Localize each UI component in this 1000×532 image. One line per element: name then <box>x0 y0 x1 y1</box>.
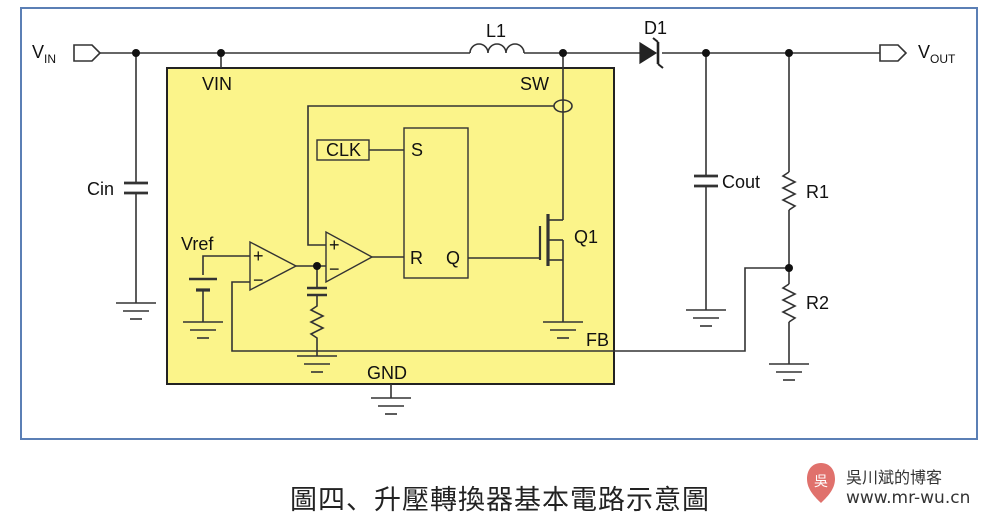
d1-label: D1 <box>644 18 667 38</box>
boost-converter-diagram: + − + − VIN VOUT L1 D1 VIN SW Cin Cout R… <box>20 7 978 440</box>
latch-s-label: S <box>411 140 423 160</box>
vin-input-label: VIN <box>32 42 56 66</box>
junction-dot <box>785 49 793 57</box>
cout-label: Cout <box>722 172 760 192</box>
latch-r-label: R <box>410 248 423 268</box>
latch-q-label: Q <box>446 248 460 268</box>
ea-plus-sign: + <box>253 246 264 266</box>
vin-pin-label: VIN <box>202 74 232 94</box>
resistor-r1 <box>781 171 797 211</box>
r2-label: R2 <box>806 293 829 313</box>
watermark-title: 吳川斌的博客 <box>846 468 943 487</box>
junction-dot <box>559 49 567 57</box>
clk-label: CLK <box>326 140 361 160</box>
watermark-url: www.mr-wu.cn <box>846 488 971 508</box>
vref-label: Vref <box>181 234 214 254</box>
junction-dot <box>702 49 710 57</box>
inductor-l1 <box>469 43 525 54</box>
diode-d1 <box>639 41 658 65</box>
blog-logo-icon: 吳 <box>807 463 835 503</box>
vout-label: VOUT <box>918 42 956 66</box>
pwm-plus-sign: + <box>329 235 340 255</box>
gnd-pin-label: GND <box>367 363 407 383</box>
junction-dot <box>785 264 793 272</box>
figure-caption: 圖四、升壓轉換器基本電路示意圖 <box>290 485 710 516</box>
junction-dot <box>313 262 321 270</box>
ea-minus-sign: − <box>253 270 264 290</box>
junction-dot <box>132 49 140 57</box>
error-amplifier <box>249 240 298 292</box>
svg-text:吳: 吳 <box>814 474 828 490</box>
watermark: 吳 吳川斌的博客 www.mr-wu.cn <box>806 462 996 522</box>
l1-label: L1 <box>486 21 506 41</box>
comp-resistor <box>309 295 325 356</box>
resistor-r2 <box>781 283 797 323</box>
junction-dot <box>217 49 225 57</box>
vin-port <box>73 44 102 62</box>
sw-pin-label: SW <box>520 74 549 94</box>
diagram-frame <box>20 7 978 440</box>
pwm-comparator <box>325 230 374 284</box>
fb-pin-label: FB <box>586 330 609 350</box>
pwm-minus-sign: − <box>329 259 340 279</box>
sr-latch <box>403 127 469 279</box>
q1-label: Q1 <box>574 227 598 247</box>
vout-port <box>879 44 908 62</box>
r1-label: R1 <box>806 182 829 202</box>
cin-label: Cin <box>87 179 114 199</box>
